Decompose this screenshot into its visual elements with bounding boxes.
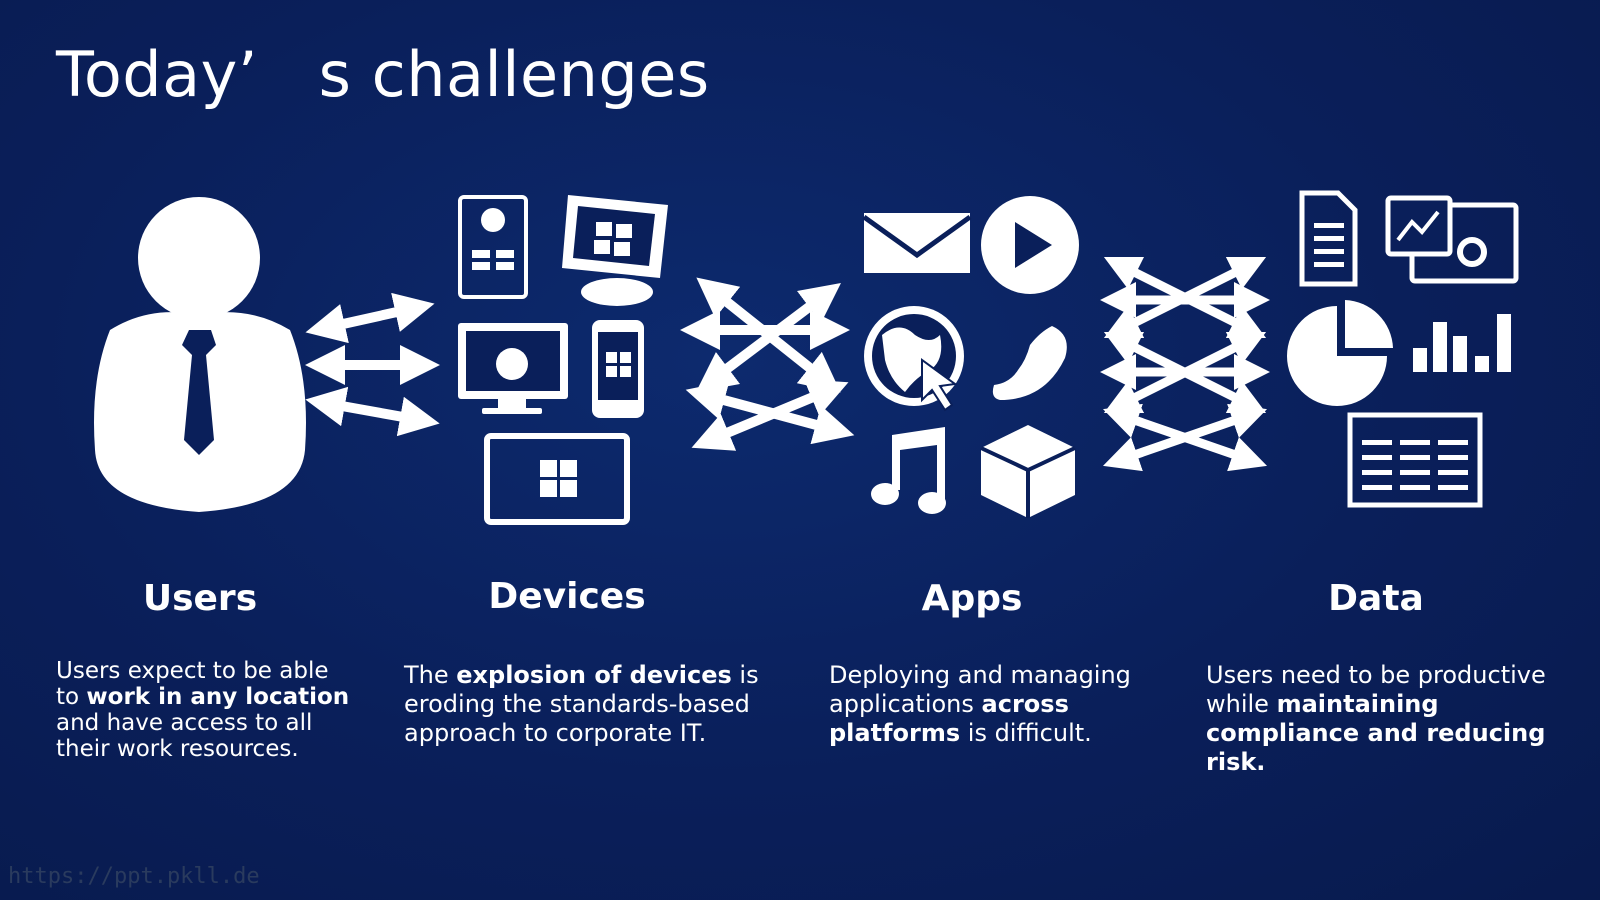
emphasis-text: explosion of devices [456,661,732,689]
emphasis-text: risk. [1206,748,1266,776]
body-text: while [1206,690,1277,718]
package-box-icon [980,425,1076,518]
body-text: Users need to be productive [1206,661,1546,689]
play-icon [981,196,1079,294]
body-text: approach to corporate IT. [404,719,707,747]
body-text: Users expect to be able [56,658,329,684]
chart-settings-window-icon [1385,195,1519,284]
crossed-arrows-dense-icon [1100,256,1270,472]
body-text: is [731,661,759,689]
body-text: and have access to all [56,710,313,736]
android-phone-icon [458,195,528,299]
body-text: Deploying and managing [829,661,1131,689]
body-text: applications [829,690,982,718]
heading-users: Users [142,578,258,619]
heading-apps: Apps [921,578,1023,619]
slide-title: Today’ s challenges [56,38,710,111]
body-text: The [404,661,457,689]
emphasis-text: work in any location [86,684,350,710]
globe-cursor-icon [864,306,964,412]
double-arrows-icon [305,292,440,437]
body-text: is difficult. [960,719,1092,747]
crossed-arrows-icon [680,277,855,451]
emphasis-text: platforms [829,719,961,747]
bar-chart-icon [1413,314,1511,372]
person-icon [94,197,306,512]
windows-tablet-icon [484,433,630,525]
emphasis-text: maintaining [1276,690,1439,718]
emphasis-text: compliance and reducing [1206,719,1546,747]
apple-monitor-icon [458,323,568,414]
icon-illustration [94,190,1519,525]
mail-icon [862,213,972,273]
body-text: their work resources. [56,736,299,762]
windows-phone-icon [592,320,644,418]
table-document-icon [1347,412,1483,508]
pie-chart-icon [1287,300,1393,406]
phone-handset-icon [992,326,1067,400]
body-text: eroding the standards-based [404,690,750,718]
heading-data: Data [1328,578,1424,619]
document-icon [1299,190,1358,287]
windows-monitor-icon [562,195,668,306]
music-note-icon [871,427,946,514]
watermark-url: https://ppt.pkll.de [8,864,260,889]
body-text: to [56,684,87,710]
heading-devices: Devices [488,576,646,617]
emphasis-text: across [981,690,1069,718]
